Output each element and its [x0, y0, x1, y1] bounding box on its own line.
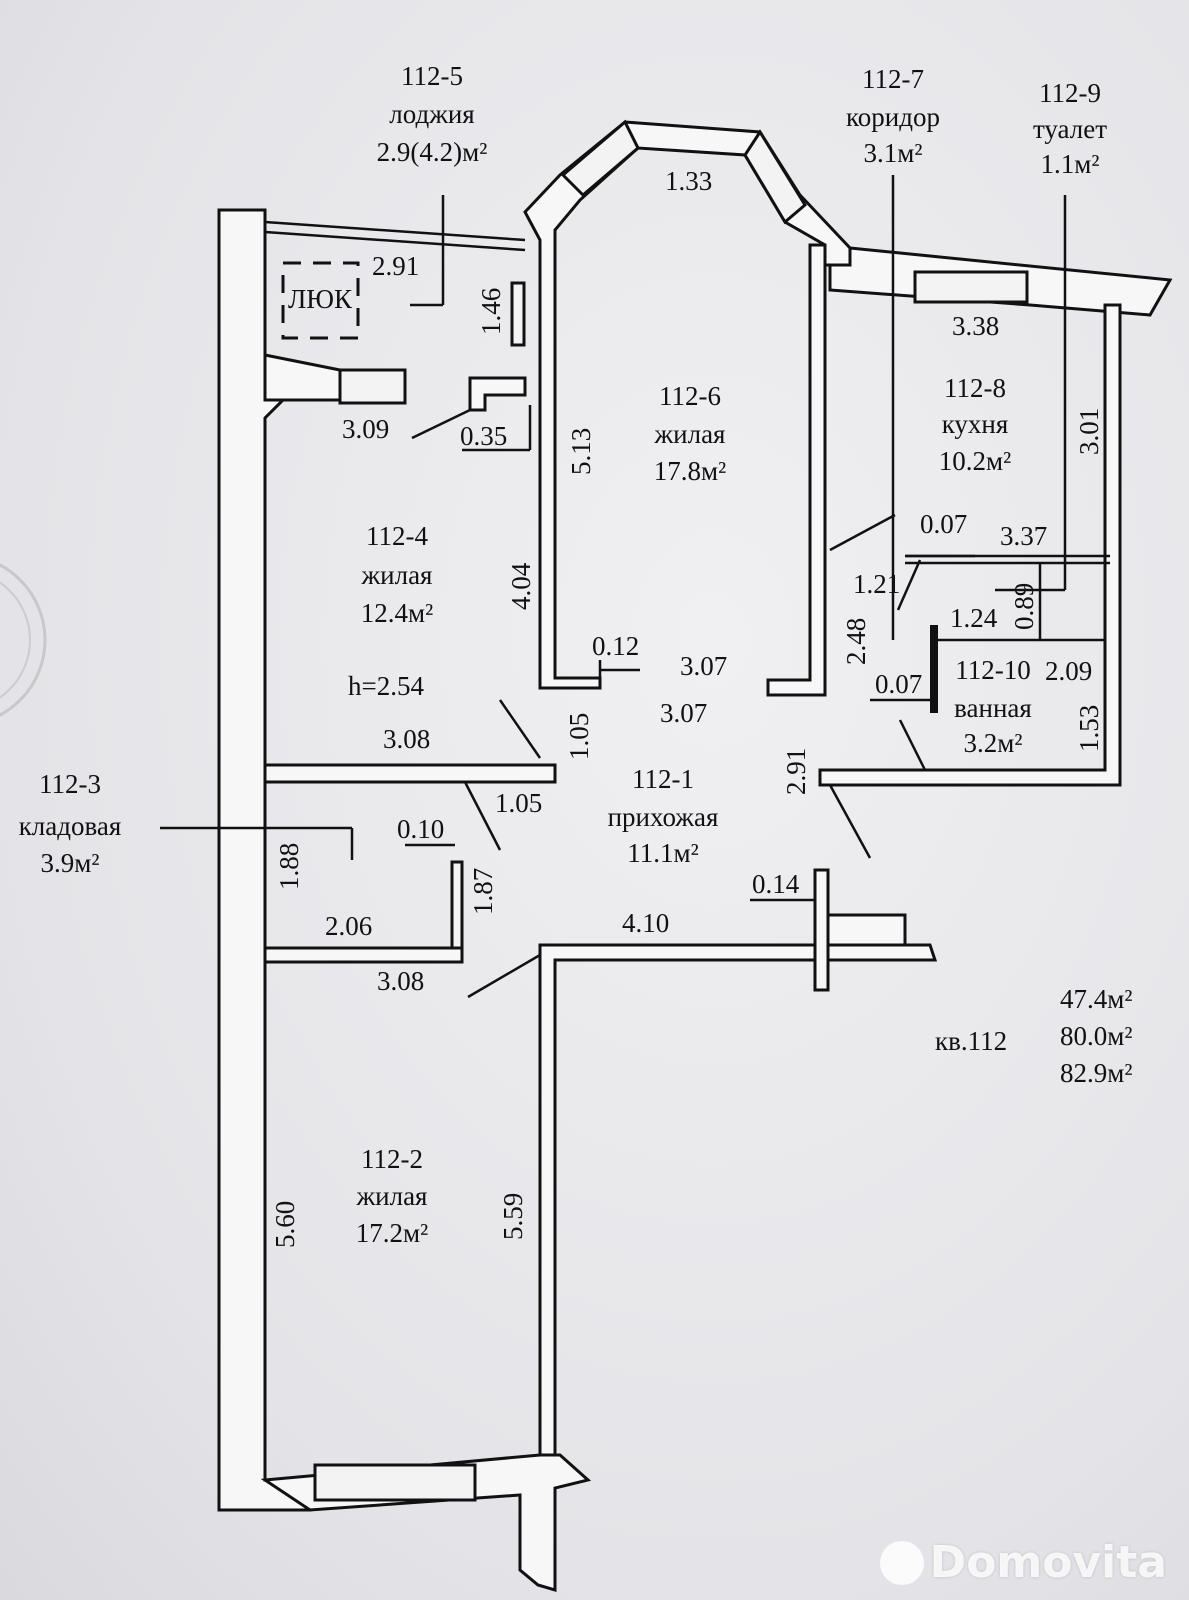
- dim-1-46: 1.46: [476, 288, 506, 335]
- apartment-number: кв.112: [935, 1026, 1007, 1056]
- room-112-1-name: прихожая: [608, 802, 719, 832]
- room-112-5-name: лоджия: [389, 99, 474, 129]
- dim-2-91-mid: 2.91: [781, 748, 811, 795]
- room-112-8-name: кухня: [942, 409, 1009, 439]
- dim-1-05-vert: 1.05: [564, 713, 594, 760]
- room-112-6-number: 112-6: [659, 381, 721, 411]
- dim-4-04: 4.04: [506, 562, 536, 610]
- dim-0-12: 0.12: [592, 631, 639, 661]
- dim-1-24: 1.24: [950, 603, 998, 633]
- room-112-9-number: 112-9: [1039, 78, 1101, 108]
- room-112-7-number: 112-7: [862, 64, 924, 94]
- dim-0-07-bath: 0.07: [875, 669, 922, 699]
- hatch-label: ЛЮК: [288, 284, 353, 314]
- room-112-5-area: 2.9(4.2)м²: [377, 137, 488, 167]
- room-112-2-number: 112-2: [361, 1144, 423, 1174]
- wall-room6-right: [766, 243, 827, 697]
- dim-2-48: 2.48: [841, 618, 871, 665]
- room-112-2-area: 17.2м²: [356, 1218, 428, 1248]
- room-112-9-name: туалет: [1033, 114, 1107, 144]
- dim-0-89: 0.89: [1009, 583, 1039, 630]
- dim-0-14: 0.14: [752, 869, 800, 899]
- room-112-4-number: 112-4: [366, 521, 428, 551]
- wall-room4-bottom: [263, 763, 557, 784]
- dim-3-07-a: 3.07: [680, 651, 727, 681]
- dim-3-38: 3.38: [952, 311, 999, 341]
- dim-1-05-horiz: 1.05: [495, 788, 542, 818]
- dim-1-33: 1.33: [665, 166, 712, 196]
- dim-0-07-top: 0.07: [920, 509, 967, 539]
- wall-room3-bottom: [263, 946, 464, 964]
- dim-5-60: 5.60: [270, 1201, 300, 1248]
- room-112-10-number: 112-10: [955, 655, 1031, 685]
- dim-0-10: 0.10: [397, 814, 444, 844]
- dim-3-07-b: 3.07: [660, 698, 707, 728]
- dim-0-35: 0.35: [460, 421, 507, 451]
- room-112-3-area: 3.9м²: [41, 848, 100, 878]
- room-112-8-area: 10.2м²: [939, 446, 1011, 476]
- room-112-1-number: 112-1: [632, 764, 694, 794]
- room-112-3-name: кладовая: [19, 811, 122, 841]
- watermark-text: Domovita: [929, 1537, 1167, 1588]
- room-112-8-number: 112-8: [944, 373, 1006, 403]
- watermark: Domovita: [879, 1537, 1167, 1588]
- room-112-4-area: 12.4м²: [361, 598, 433, 628]
- room-112-3-number: 112-3: [39, 769, 101, 799]
- room-112-6-name: жилая: [654, 419, 726, 449]
- dim-4-10: 4.10: [622, 908, 669, 938]
- hatch-box: [281, 261, 360, 340]
- area-living: 47.4м²: [1060, 984, 1132, 1014]
- room-112-6-area: 17.8м²: [654, 456, 726, 486]
- dim-2-91-top: 2.91: [372, 251, 419, 281]
- room-112-10-name: ванная: [954, 693, 1032, 723]
- dim-1-21: 1.21: [853, 569, 900, 599]
- watermark-logo-icon: [879, 1540, 924, 1585]
- room-112-10-area: 3.2м²: [964, 728, 1023, 758]
- dim-3-09: 3.09: [342, 414, 389, 444]
- dim-1-87: 1.87: [468, 868, 498, 915]
- wall-right: [818, 303, 1122, 787]
- room-112-4-name: жилая: [361, 560, 433, 590]
- dim-5-59: 5.59: [498, 1193, 528, 1240]
- dim-1-88: 1.88: [274, 843, 304, 890]
- area-total-with-loggia: 82.9м²: [1060, 1058, 1132, 1088]
- dim-5-13: 5.13: [566, 428, 596, 475]
- wall-hall-bottom: [538, 943, 938, 1457]
- wall-loggia-bottom: [263, 353, 342, 402]
- room-112-4-height: h=2.54: [348, 671, 424, 701]
- dim-3-08-a: 3.08: [383, 724, 430, 754]
- room-112-7-area: 3.1м²: [864, 138, 923, 168]
- wall-loggia-right: [468, 376, 527, 412]
- dim-3-37: 3.37: [1000, 521, 1047, 551]
- dim-3-08-b: 3.08: [377, 966, 424, 996]
- room-112-9-area: 1.1м²: [1041, 149, 1100, 179]
- room-112-7-name: коридор: [846, 102, 940, 132]
- dim-3-01: 3.01: [1074, 408, 1104, 455]
- dim-2-09: 2.09: [1045, 656, 1092, 686]
- room-112-5-number: 112-5: [401, 61, 463, 91]
- dim-1-53: 1.53: [1074, 705, 1104, 752]
- room-112-1-area: 11.1м²: [627, 838, 698, 868]
- dim-2-06: 2.06: [325, 911, 372, 941]
- stamp-mark: [0, 563, 47, 717]
- area-total: 80.0м²: [1060, 1021, 1132, 1051]
- loggia-door: [338, 368, 407, 405]
- room-112-2-name: жилая: [356, 1181, 428, 1211]
